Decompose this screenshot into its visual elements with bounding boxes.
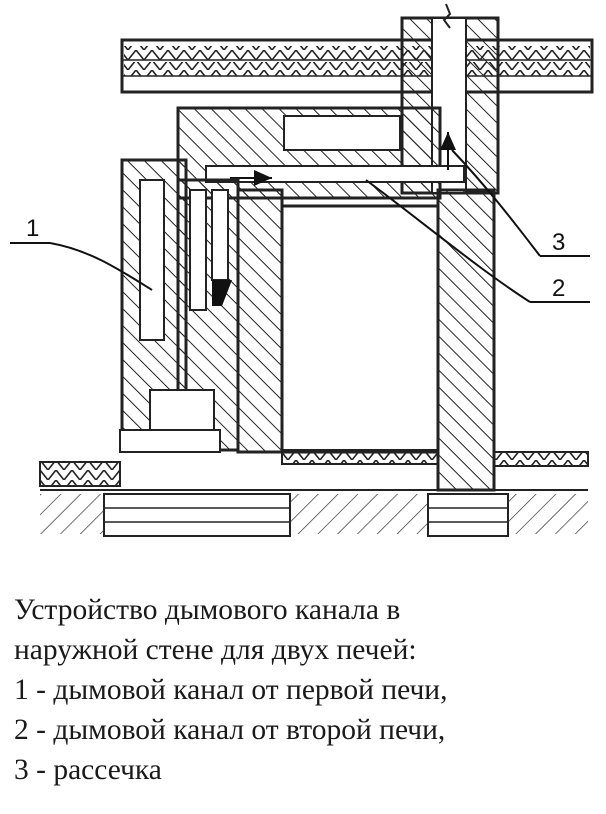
caption-title-line-2: наружной стене для двух печей: xyxy=(14,634,417,666)
callout-3-label: 3 xyxy=(552,229,565,256)
caption-title-line-1: Устройство дымового канала в xyxy=(14,594,401,626)
caption: Устройство дымового канала в наружной ст… xyxy=(14,590,599,790)
callout-2-label: 2 xyxy=(552,275,565,302)
room-opening xyxy=(280,204,440,454)
callout-2: 2 xyxy=(365,179,590,303)
inner-wall xyxy=(236,188,284,454)
caption-item-2: 2 - дымовой канал от второй печи, xyxy=(14,714,446,746)
right-pier xyxy=(436,188,496,492)
floor-slab xyxy=(39,449,589,491)
callout-3: 3 xyxy=(451,149,590,257)
chimney-stack xyxy=(400,3,500,195)
caption-item-3: 3 - рассечка xyxy=(14,754,162,786)
ceiling-slab xyxy=(120,38,594,94)
stove-body xyxy=(119,178,240,453)
caption-item-1: 1 - дымовой канал от первой печи, xyxy=(14,674,448,706)
chimney-diagram: 1 3 2 xyxy=(10,3,594,537)
foundation-right xyxy=(427,493,509,537)
foundation-left xyxy=(103,493,291,537)
callout-1-label: 1 xyxy=(26,215,39,242)
ground xyxy=(40,494,588,534)
callout-1: 1 xyxy=(10,215,153,291)
